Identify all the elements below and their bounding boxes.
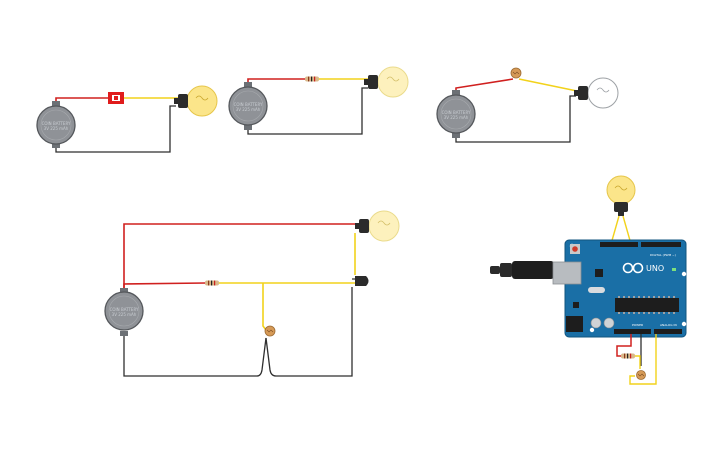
slide-switch[interactable]: [108, 92, 124, 104]
coin-battery[interactable]: COIN BATTERY 3V 225 mAh: [436, 90, 476, 138]
circuit-5-arduino: UNO DIGITAL (PWM ~) POWER ANALOG IN: [490, 175, 687, 385]
wire-red[interactable]: [55, 97, 108, 103]
wire-yellow[interactable]: [622, 215, 632, 245]
light-bulb-lit[interactable]: [355, 210, 400, 242]
wire-red[interactable]: [247, 78, 306, 84]
battery-label: COIN BATTERY: [442, 110, 471, 115]
light-bulb-lit[interactable]: [174, 85, 218, 117]
wire-black[interactable]: [55, 105, 176, 153]
wire-black[interactable]: [265, 287, 353, 377]
battery-label: COIN BATTERY: [110, 307, 139, 312]
wire-yellow[interactable]: [634, 355, 641, 369]
wire-red[interactable]: [616, 334, 632, 357]
circuit-1: COIN BATTERY 3V 225 mAh: [36, 85, 218, 153]
arduino-uno-board[interactable]: UNO DIGITAL (PWM ~) POWER ANALOG IN: [552, 239, 687, 338]
analog-header-label: ANALOG IN: [660, 323, 677, 327]
photoresistor[interactable]: [264, 325, 276, 337]
wire-red[interactable]: [123, 282, 207, 290]
wire-red[interactable]: [123, 223, 355, 290]
wire-black[interactable]: [123, 334, 267, 377]
wire-red[interactable]: [455, 78, 514, 93]
battery-label: COIN BATTERY: [42, 121, 71, 126]
coin-battery[interactable]: COIN BATTERY 3V 225 mAh: [228, 82, 268, 130]
resistor[interactable]: [621, 353, 635, 359]
light-bulb-off[interactable]: [574, 77, 619, 109]
battery-voltage: 3V 225 mAh: [444, 115, 469, 120]
digital-header-label: DIGITAL (PWM ~): [650, 253, 676, 257]
resistor[interactable]: [305, 76, 319, 82]
usb-cable[interactable]: [490, 261, 554, 279]
wire-yellow[interactable]: [629, 334, 657, 385]
transistor[interactable]: [352, 276, 369, 286]
resistor[interactable]: [205, 280, 219, 286]
power-header-label: POWER: [632, 323, 643, 327]
wire-yellow[interactable]: [262, 283, 267, 331]
coin-battery[interactable]: COIN BATTERY 3V 225 mAh: [104, 288, 144, 336]
circuit-3: COIN BATTERY 3V 225 mAh: [436, 67, 619, 143]
battery-voltage: 3V 225 mAh: [236, 107, 261, 112]
coin-battery[interactable]: COIN BATTERY 3V 225 mAh: [36, 101, 76, 148]
photoresistor[interactable]: [510, 67, 522, 79]
battery-voltage: 3V 225 mAh: [44, 126, 69, 131]
wire-black[interactable]: [455, 95, 576, 143]
light-bulb-lit[interactable]: [364, 66, 409, 98]
circuit-4: COIN BATTERY 3V 225 mAh: [104, 210, 400, 377]
battery-label: COIN BATTERY: [234, 102, 263, 107]
wire-yellow[interactable]: [518, 78, 578, 92]
battery-voltage: 3V 225 mAh: [112, 312, 137, 317]
wire-yellow[interactable]: [610, 215, 620, 245]
photoresistor[interactable]: [636, 370, 646, 380]
circuit-2: COIN BATTERY 3V 225 mAh: [228, 66, 409, 135]
light-bulb-lit[interactable]: [606, 175, 636, 216]
wire-black[interactable]: [247, 87, 368, 135]
arduino-logo: UNO: [622, 262, 664, 274]
uno-label: UNO: [646, 264, 664, 273]
